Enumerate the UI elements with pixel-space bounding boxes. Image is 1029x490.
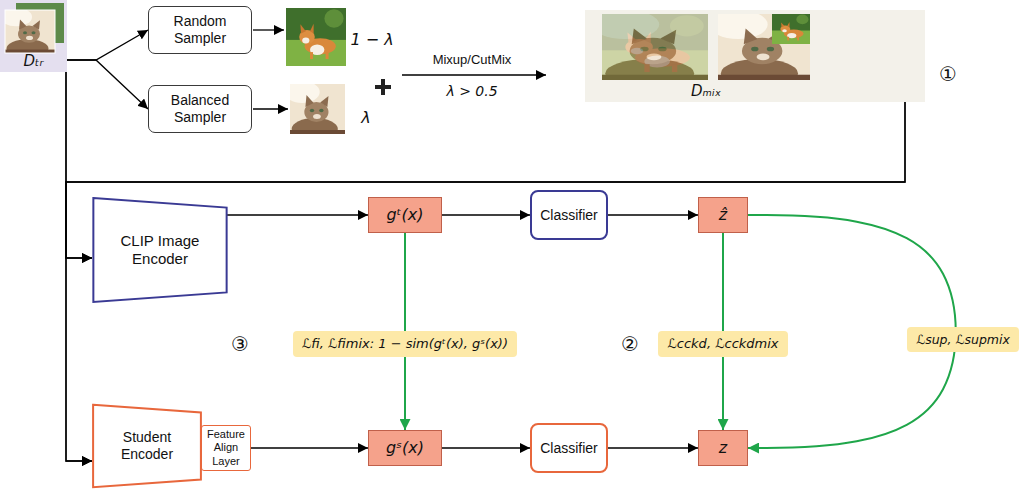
cutmix-photo	[709, 10, 810, 88]
logit-box: z	[698, 430, 748, 466]
sampler-box: Balanced Sampler	[148, 85, 252, 133]
mixup-photo	[591, 10, 708, 88]
flow-arrow	[227, 214, 368, 215]
encoder-outline	[93, 198, 226, 302]
flow-arrow	[607, 447, 698, 448]
loss-label: ℒsup, ℒsupmix	[907, 327, 1019, 352]
node-text: Balanced Sampler	[157, 92, 243, 126]
sample-arrow	[253, 29, 284, 30]
callout-number: ②	[621, 332, 639, 356]
photo-frame	[5, 10, 55, 53]
flow-arrow	[66, 102, 905, 461]
flow-arrow	[250, 447, 368, 448]
callout-number: ①	[939, 62, 957, 86]
node-text: gˢ(x)	[386, 438, 424, 457]
align-layer-box: Feature Align Layer	[201, 425, 251, 471]
classifier-box: Classifier	[530, 190, 608, 240]
classifier-box: Classifier	[530, 423, 608, 473]
flow-arrow	[67, 60, 148, 109]
feature-box: gˢ(x)	[368, 430, 442, 466]
logit-box: ẑ	[698, 197, 748, 233]
node-text: Dₘᵢₓ	[691, 82, 721, 100]
node-text: ẑ	[719, 205, 727, 224]
plus-symbol	[375, 79, 391, 95]
node-text: gᵗ(x)	[387, 205, 424, 224]
dataset-panel: Dₜᵣ	[0, 0, 67, 72]
operation-label: Mixup/CutMix	[433, 52, 512, 68]
node-text: Classifier	[540, 207, 598, 224]
teacher-encoder: CLIP Image Encoder	[92, 197, 228, 303]
flow-arrow	[66, 72, 92, 461]
feature-box: gᵗ(x)	[368, 197, 442, 233]
sample-arrow	[253, 108, 288, 109]
condition-label: λ > 0.5	[446, 83, 497, 100]
mixed-dataset-panel: Dₘᵢₓ	[585, 10, 925, 102]
callout-number: ③	[231, 332, 249, 356]
node-text: CLIP Image Encoder	[108, 232, 212, 268]
node-text: Feature Align Layer	[205, 428, 247, 468]
corgi-photo	[286, 8, 346, 66]
mix-weight: λ	[361, 108, 370, 127]
flow-arrow	[66, 72, 92, 258]
loss-label: ℒfi, ℒfimix: 1 − sim(gᵗ(x), gˢ(x))	[293, 331, 517, 357]
flow-arrow	[607, 214, 698, 215]
sampler-box: Random Sampler	[148, 6, 252, 54]
node-text: Classifier	[540, 440, 598, 457]
loss-label: ℒcckd, ℒcckdmix	[658, 331, 787, 357]
flow-arrow	[441, 214, 530, 215]
node-text: z	[719, 438, 727, 457]
dataset-panel-fill	[0, 0, 67, 72]
encoder-outline	[93, 405, 201, 487]
flow-arrow	[67, 30, 148, 60]
mix-arrow	[402, 74, 546, 75]
mix-weight: 1 − λ	[350, 30, 393, 49]
node-text: Student Encoder	[104, 429, 190, 463]
cat-photo	[0, 7, 55, 58]
flow-arrow	[441, 447, 530, 448]
node-text: Dₜᵣ	[24, 52, 44, 70]
student-encoder: Student Encoder	[92, 404, 202, 488]
mixed-panel-fill	[585, 10, 925, 102]
cat-photo	[285, 81, 346, 140]
node-text: Random Sampler	[157, 13, 243, 47]
